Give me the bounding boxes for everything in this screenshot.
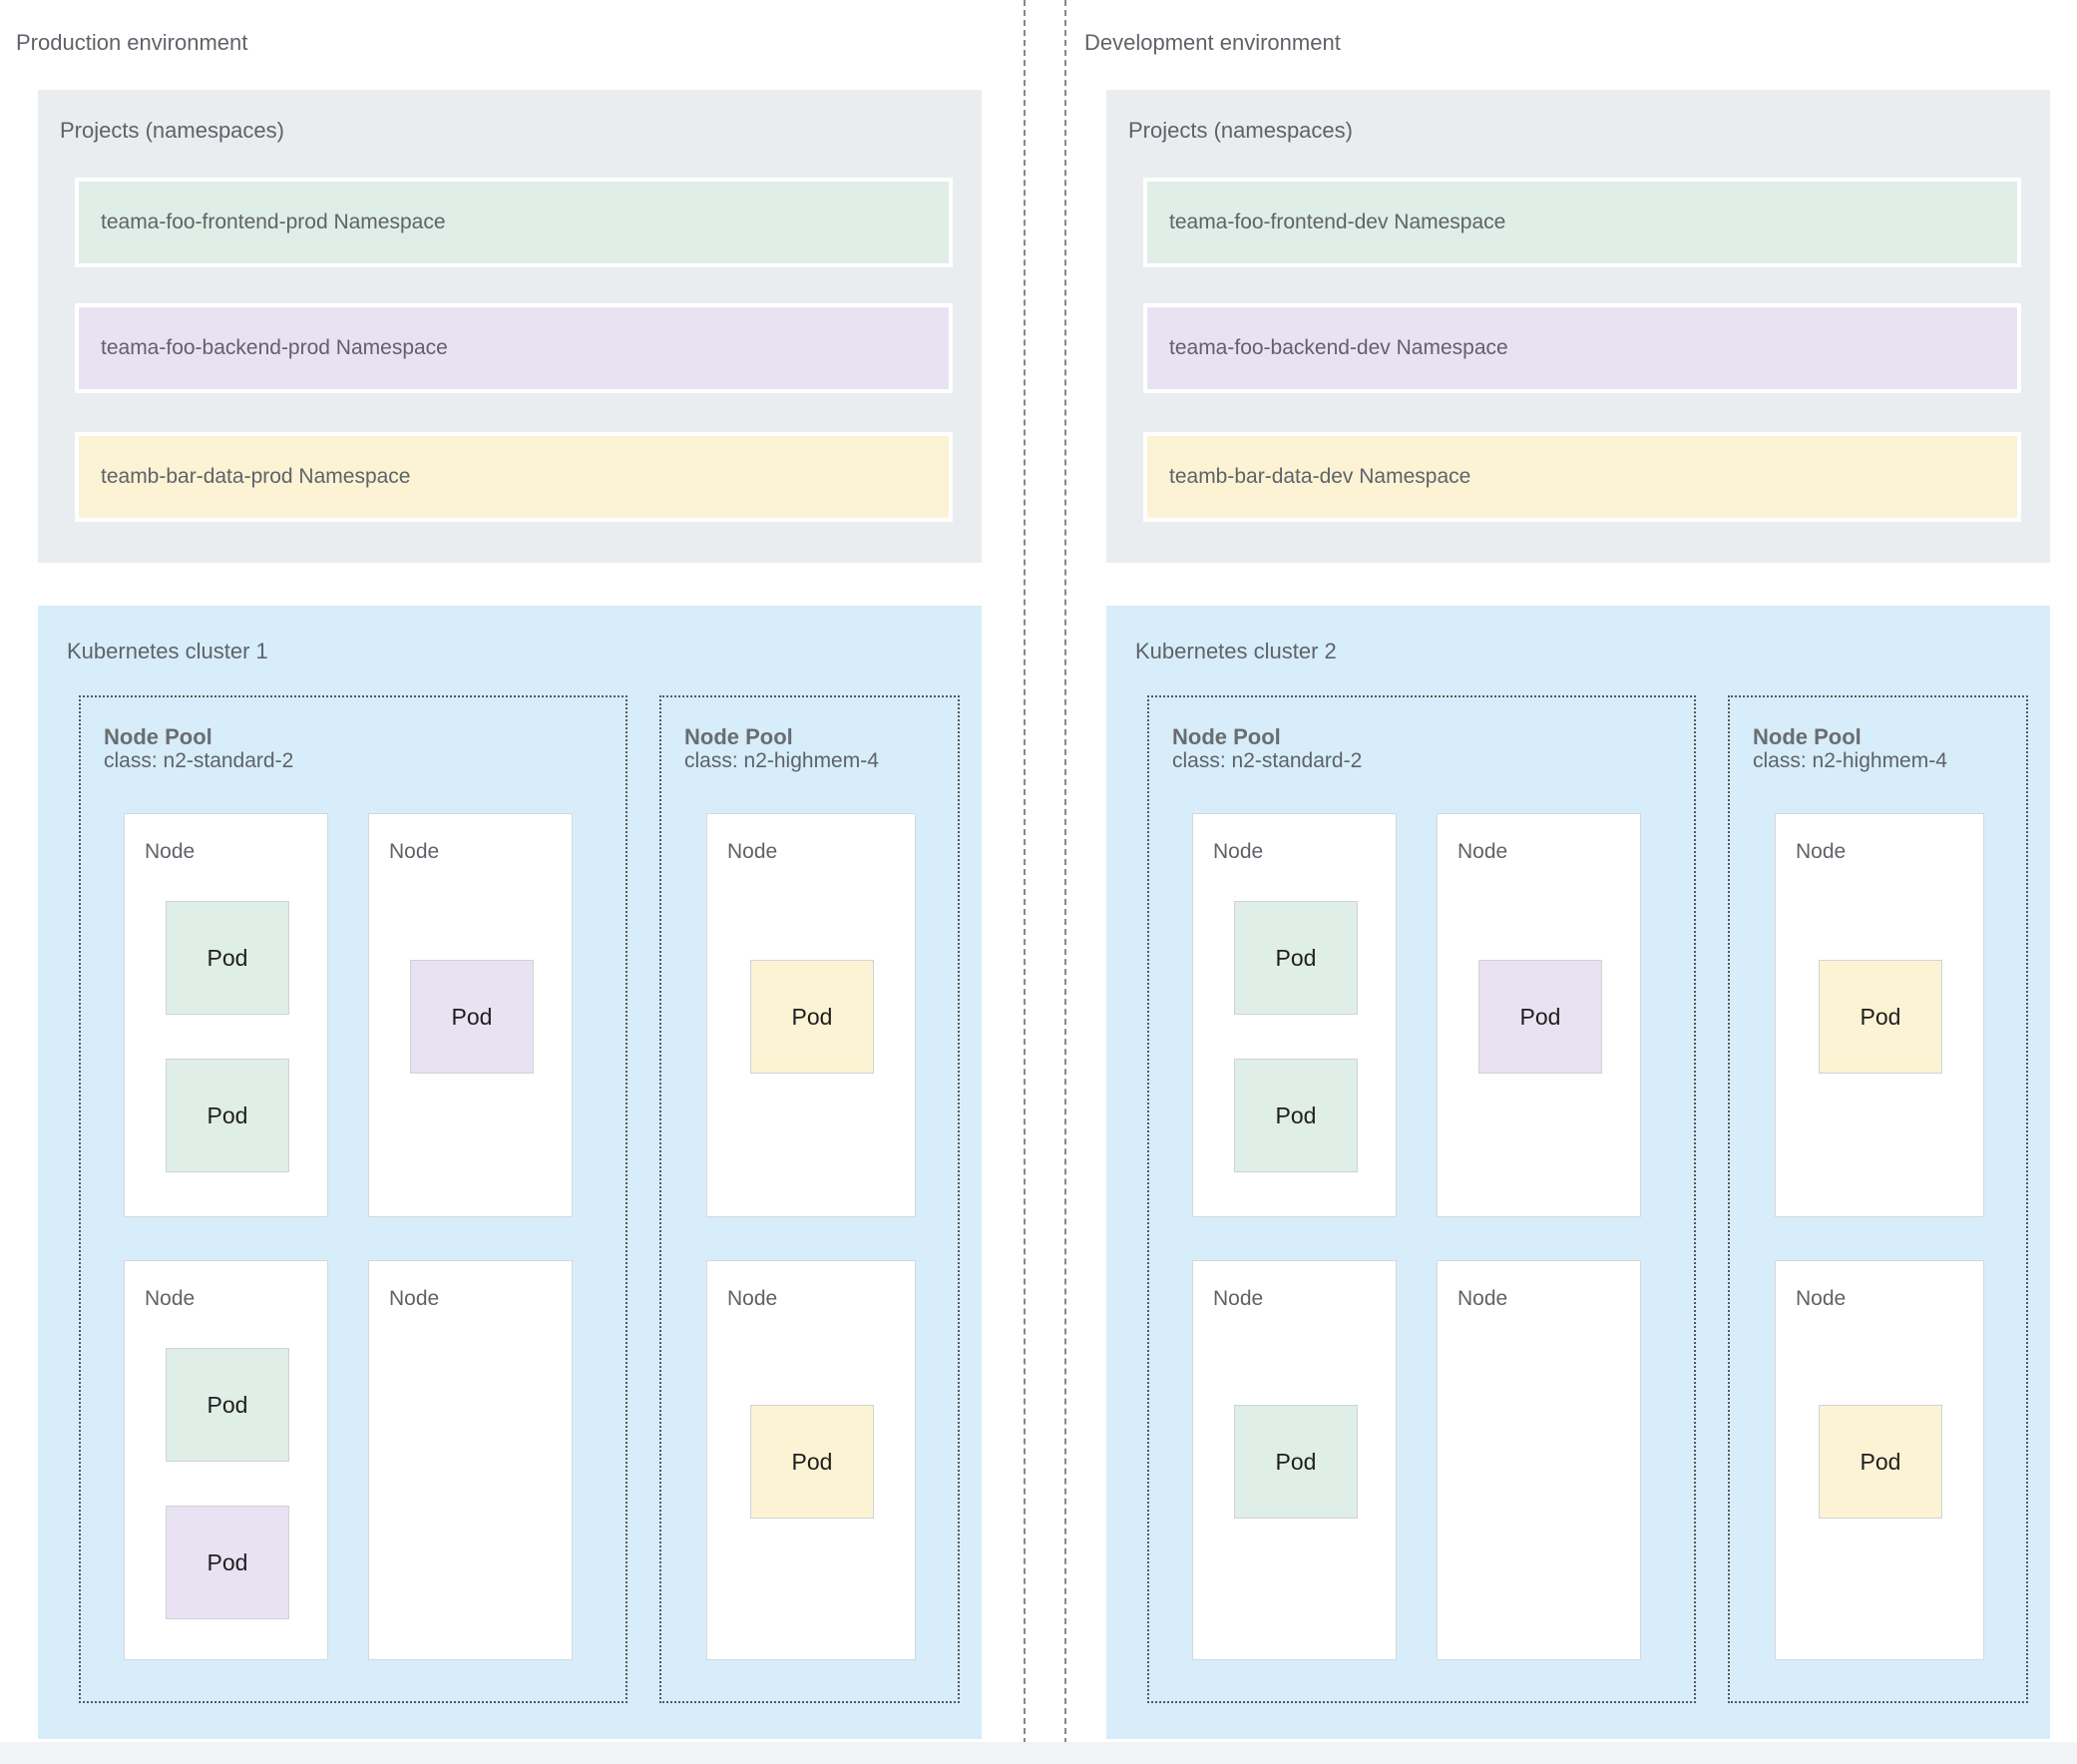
node-label: Node — [145, 1287, 196, 1310]
environment-divider-line-right — [1064, 0, 1066, 1764]
node-pool-title: Node Pool — [684, 724, 793, 749]
namespace-bar: teama-foo-backend-dev Namespace — [1143, 303, 2021, 393]
namespace-bar: teama-foo-backend-prod Namespace — [75, 303, 953, 393]
node-label: Node — [1213, 840, 1264, 863]
node-pool-title: Node Pool — [104, 724, 212, 749]
node-label: Node — [1457, 1287, 1508, 1310]
pod: Pod — [1478, 960, 1602, 1074]
pod-label: Pod — [1860, 1003, 1901, 1030]
pod-label: Pod — [791, 1448, 833, 1475]
namespace-label: teama-foo-frontend-dev Namespace — [1169, 211, 1506, 233]
node-pool-title: Node Pool — [1753, 724, 1862, 749]
node-label: Node — [1213, 1287, 1264, 1310]
pod: Pod — [166, 901, 289, 1015]
pod-label: Pod — [207, 1102, 248, 1128]
cluster-title: Kubernetes cluster 2 — [1135, 639, 1337, 663]
node-label: Node — [145, 840, 196, 863]
node-label: Node — [1796, 840, 1847, 863]
node-label: Node — [727, 840, 778, 863]
namespace-label: teama-foo-frontend-prod Namespace — [101, 211, 446, 233]
namespace-bar: teama-foo-frontend-prod Namespace — [75, 178, 953, 267]
environment-title: Development environment — [1084, 30, 1341, 55]
node-label: Node — [389, 1287, 440, 1310]
pod: Pod — [166, 1348, 289, 1462]
pod-label: Pod — [207, 1391, 248, 1418]
pod: Pod — [166, 1506, 289, 1619]
node-pool-machine-class: class: n2-standard-2 — [1172, 749, 1363, 772]
namespace-bar: teamb-bar-data-dev Namespace — [1143, 432, 2021, 522]
pod-label: Pod — [207, 944, 248, 971]
pod-label: Pod — [451, 1003, 493, 1030]
pod: Pod — [410, 960, 534, 1074]
pod-label: Pod — [1519, 1003, 1561, 1030]
namespace-bar: teama-foo-frontend-dev Namespace — [1143, 178, 2021, 267]
namespace-label: teamb-bar-data-prod Namespace — [101, 465, 411, 488]
projects-box-title: Projects (namespaces) — [60, 118, 284, 143]
node-label: Node — [1457, 840, 1508, 863]
projects-namespaces-box: Projects (namespaces) teama-foo-frontend-… — [38, 90, 982, 563]
pod-label: Pod — [1275, 1448, 1317, 1475]
pod: Pod — [750, 960, 874, 1074]
cluster-title: Kubernetes cluster 1 — [67, 639, 268, 663]
pod-label: Pod — [207, 1548, 248, 1575]
environment-title: Production environment — [16, 30, 248, 55]
pod-label: Pod — [1275, 1102, 1317, 1128]
page-bottom-strip — [0, 1742, 2077, 1764]
projects-namespaces-box: Projects (namespaces) teama-foo-frontend-… — [1106, 90, 2050, 563]
node-label: Node — [727, 1287, 778, 1310]
pod-label: Pod — [791, 1003, 833, 1030]
namespace-label: teamb-bar-data-dev Namespace — [1169, 465, 1471, 488]
environment-divider-line-left — [1024, 0, 1026, 1764]
pod: Pod — [1234, 1059, 1358, 1172]
node-label: Node — [1796, 1287, 1847, 1310]
node-pool-title: Node Pool — [1172, 724, 1281, 749]
namespace-label: teama-foo-backend-dev Namespace — [1169, 336, 1508, 359]
pod: Pod — [1819, 1405, 1942, 1519]
pod-label: Pod — [1860, 1448, 1901, 1475]
projects-box-title: Projects (namespaces) — [1128, 118, 1353, 143]
node: Node — [1437, 1260, 1641, 1660]
pod: Pod — [750, 1405, 874, 1519]
node-pool-machine-class: class: n2-highmem-4 — [684, 749, 879, 772]
pod: Pod — [1234, 1405, 1358, 1519]
pod-label: Pod — [1275, 944, 1317, 971]
pod: Pod — [1819, 960, 1942, 1074]
namespace-bar: teamb-bar-data-prod Namespace — [75, 432, 953, 522]
pod: Pod — [166, 1059, 289, 1172]
node: Node — [368, 1260, 573, 1660]
node-pool-machine-class: class: n2-highmem-4 — [1753, 749, 1947, 772]
namespace-label: teama-foo-backend-prod Namespace — [101, 336, 448, 359]
node-label: Node — [389, 840, 440, 863]
node-pool-machine-class: class: n2-standard-2 — [104, 749, 294, 772]
pod: Pod — [1234, 901, 1358, 1015]
